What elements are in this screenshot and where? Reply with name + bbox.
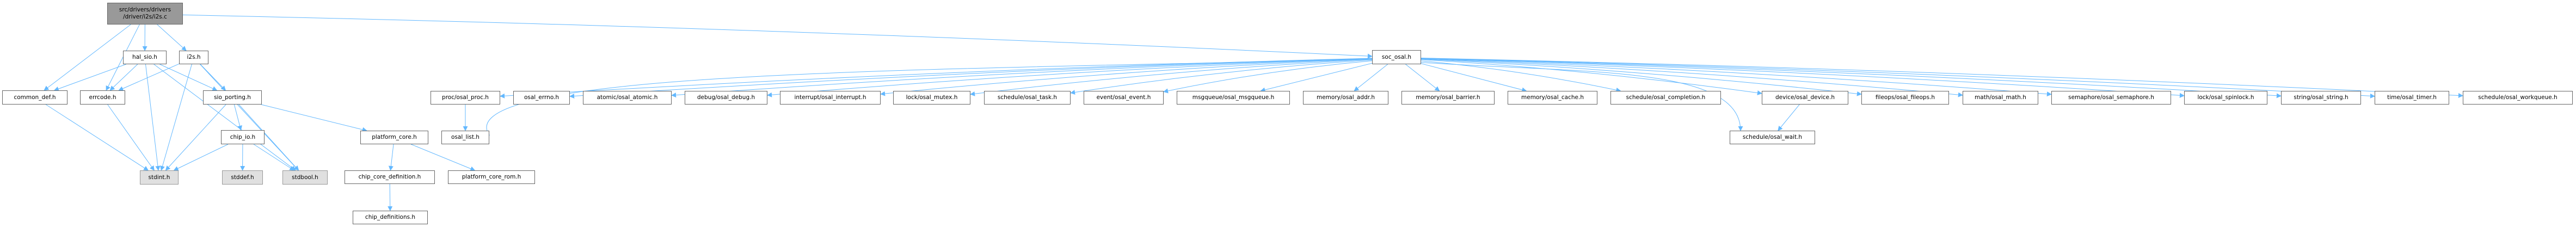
edge-i2s_h-to-errcode [118,63,180,91]
node-osal-cache-h[interactable]: memory/osal_cache.h [1508,91,1597,105]
edge-soc_osal-to-osal_task [1070,59,1373,95]
node-osal-string-h[interactable]: string/osal_string.h [2281,91,2361,105]
node-osal-addr-h[interactable]: memory/osal_addr.h [1303,91,1388,105]
edge-sio_porting-to-platform_core [261,104,367,132]
node-platform-core-rom-h[interactable]: platform_core_rom.h [448,170,535,184]
edge-soc_osal-to-osal_debug [767,58,1373,97]
node-osal-errno-h[interactable]: osal_errno.h [513,91,570,105]
edge-i2s_h-to-sio_porting [200,64,226,91]
edge-soc_osal-to-osal_timer [1421,58,2375,99]
node-sio-porting-h[interactable]: sio_porting.h [203,90,262,105]
node-osal-event-h[interactable]: event/osal_event.h [1084,91,1164,105]
edge-hal_sio-to-common_def [53,64,126,91]
edge-soc_osal-to-osal_device [1421,59,1762,95]
edge-hal_sio-to-stdbool [153,64,296,171]
node-osal-task-h[interactable]: schedule/osal_task.h [984,91,1071,105]
node-stdint-h[interactable]: stdint.h [140,170,179,185]
edge-root-to-common_def [44,24,131,91]
edge-chip_io-to-stdbool [253,144,295,171]
node-osal-mutex-h[interactable]: lock/osal_mutex.h [893,91,970,105]
node-osal-msgqueue-h[interactable]: msgqueue/osal_msgqueue.h [1177,91,1290,105]
node-osal-spinlock-h[interactable]: lock/osal_spinlock.h [2184,91,2267,105]
edge-soc_osal-to-osal_interrupt [880,58,1373,96]
node-osal-atomic-h[interactable]: atomic/osal_atomic.h [583,91,672,105]
edge-soc_osal-to-osal_event [1163,60,1373,94]
node-chip-definitions-h[interactable]: chip_definitions.h [353,211,428,224]
node-osal-wait-h[interactable]: schedule/osal_wait.h [1730,131,1815,144]
edge-soc_osal-to-osal_spinlock [1421,58,2185,98]
edge-soc_osal-to-osal_barrier [1405,64,1440,91]
edge-chip_io-to-stdint [173,144,229,171]
edge-sio_porting-to-chip_io [233,104,242,131]
edge-soc_osal-to-osal_wait [1421,62,1743,131]
edge-platform_core-to-platform_core_rom [410,144,476,171]
edge-soc_osal-to-osal_completion [1421,60,1621,93]
edge-sio_porting-to-stdint [165,104,226,171]
edge-errcode-to-stdint [107,104,155,171]
node-osal-math-h[interactable]: math/osal_math.h [1963,91,2038,105]
edge-soc_osal-to-osal_list [484,59,1373,136]
edge-common_def-to-stdint [45,104,149,171]
edge-hal_sio-to-errcode [109,64,138,91]
node-stdbool-h[interactable]: stdbool.h [282,170,328,185]
edge-root-to-i2s_h [157,24,187,51]
node-osal-workqueue-h[interactable]: schedule/osal_workqueue.h [2463,91,2573,105]
edge-soc_osal-to-osal_fileops [1421,59,1862,96]
node-stddef-h[interactable]: stddef.h [222,170,263,185]
node-soc-osal-h[interactable]: soc_osal.h [1372,50,1421,64]
node-errcode-h[interactable]: errcode.h [80,90,125,105]
node-osal-interrupt-h[interactable]: interrupt/osal_interrupt.h [780,91,881,105]
edge-osal_device-to-osal_wait [1778,104,1800,131]
edge-hal_sio-to-stdint [145,64,161,171]
edge-root-to-errcode [106,24,140,91]
node-osal-list-h[interactable]: osal_list.h [441,131,489,144]
edge-i2s_h-to-stdint [160,64,192,171]
node-common-def-h[interactable]: common_def.h [2,90,67,105]
node-root-i2s-c[interactable]: src/drivers/drivers /driver/i2s/i2s.c [107,3,183,24]
node-osal-device-h[interactable]: device/osal_device.h [1762,91,1848,105]
node-osal-timer-h[interactable]: time/osal_timer.h [2375,91,2449,105]
node-osal-barrier-h[interactable]: memory/osal_barrier.h [1401,91,1495,105]
edge-i2s_h-to-stdbool [200,64,299,171]
edge-soc_osal-to-osal_math [1421,58,1963,97]
edge-sio_porting-to-stdbool [238,104,299,171]
edge-soc_osal-to-osal_semaphore [1421,58,2052,97]
node-chip-io-h[interactable]: chip_io.h [221,130,265,144]
edge-soc_osal-to-osal_workqueue [1421,58,2463,98]
node-hal-sio-h[interactable]: hal_sio.h [123,51,167,64]
node-osal-semaphore-h[interactable]: semaphore/osal_semaphore.h [2051,91,2171,105]
node-osal-fileops-h[interactable]: fileops/osal_fileops.h [1861,91,1949,105]
node-osal-debug-h[interactable]: debug/osal_debug.h [685,91,767,105]
node-osal-completion-h[interactable]: schedule/osal_completion.h [1610,91,1721,105]
edge-soc_osal-to-osal_cache [1421,63,1527,93]
edge-soc_osal-to-osal_msgqueue [1260,63,1373,93]
node-platform-core-h[interactable]: platform_core.h [360,131,428,144]
edge-soc_osal-to-osal_mutex [970,59,1373,96]
edge-platform_core-to-chip_core_def [388,144,394,171]
edge-root-to-soc_osal [182,14,1373,59]
edge-soc_osal-to-osal_addr [1354,64,1388,91]
node-i2s-h[interactable]: i2s.h [179,51,208,64]
node-osal-proc-h[interactable]: proc/osal_proc.h [431,91,500,105]
node-chip-core-definition-h[interactable]: chip_core_definition.h [345,170,435,184]
edge-soc_osal-to-osal_atomic [671,58,1373,98]
edge-soc_osal-to-osal_string [1421,58,2282,99]
